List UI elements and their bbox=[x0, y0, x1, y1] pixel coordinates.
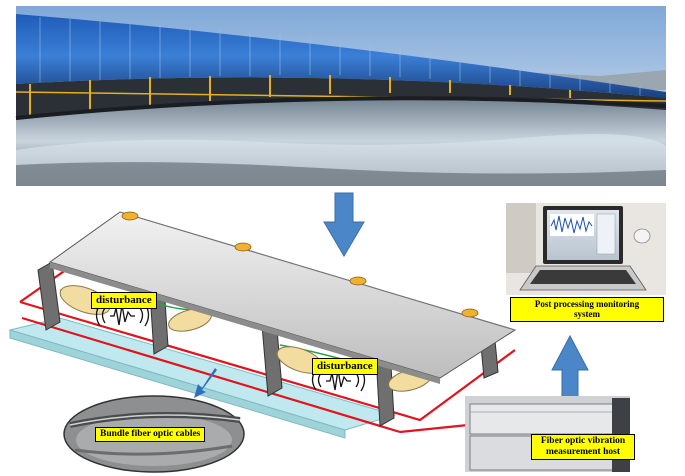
support-frames bbox=[37, 254, 499, 427]
measurement-host-label: Fiber optic vibration measurement host bbox=[531, 434, 635, 460]
post-processing-label-line2: system bbox=[574, 309, 600, 320]
laptop-photo bbox=[506, 203, 666, 295]
arrow-down-icon bbox=[323, 192, 365, 257]
disturbance-label-left: disturbance bbox=[91, 292, 157, 309]
disturbance-label-right: disturbance bbox=[312, 358, 378, 375]
post-processing-label: Post processing monitoring system bbox=[510, 297, 664, 322]
bundle-cables-label: Bundle fiber optic cables bbox=[95, 427, 206, 442]
measurement-host-label-line1: Fiber optic vibration bbox=[540, 436, 626, 446]
measurement-host-label-line2: measurement host bbox=[546, 446, 620, 457]
arrow-up-icon bbox=[551, 334, 589, 403]
conveyor-photo bbox=[15, 6, 667, 186]
post-processing-label-line1: Post processing monitoring bbox=[534, 299, 640, 309]
pointer-arrow-icon bbox=[194, 368, 217, 398]
